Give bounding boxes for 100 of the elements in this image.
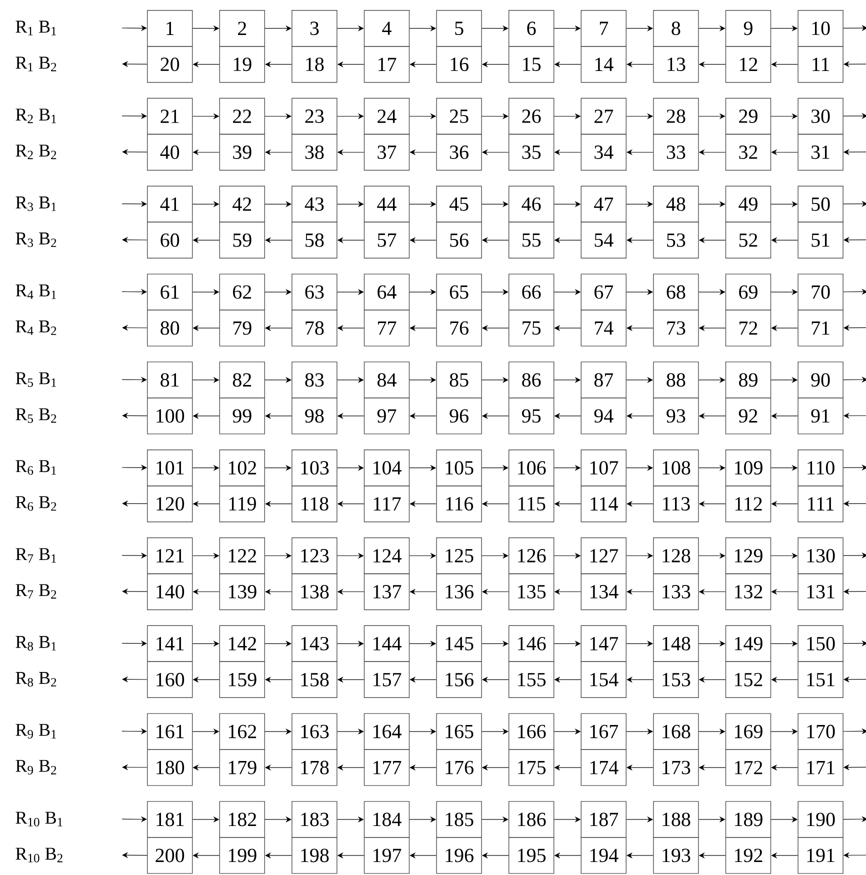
row-label: R$_{7}$ B$_{1}$	[16, 548, 56, 563]
number-box: 27	[580, 98, 626, 135]
arrow	[482, 376, 508, 383]
number-box: 128	[653, 537, 699, 574]
number-box: 92	[725, 398, 772, 434]
number-box: 45	[436, 186, 482, 222]
number-box: 52	[725, 222, 772, 258]
number-box: 149	[725, 625, 772, 662]
number-box: 178	[292, 749, 338, 786]
number-box: 102	[219, 450, 265, 486]
number-box: 177	[364, 749, 410, 786]
number-box: 110	[798, 450, 844, 486]
number-box: 75	[508, 310, 554, 346]
number-box: 68	[653, 274, 699, 310]
number-box: 72	[725, 310, 772, 346]
number-box: 171	[798, 749, 844, 786]
number-box: 140	[147, 573, 193, 610]
number-box: 119	[219, 486, 265, 522]
arrow	[482, 816, 508, 822]
number-box: 136	[436, 573, 482, 610]
number-box: 126	[508, 537, 554, 574]
row-label: R$_{10}$ B$_{2}$	[16, 848, 62, 862]
number-box: 166	[508, 713, 554, 750]
number-box: 63	[292, 274, 338, 310]
number-box: 10	[798, 10, 844, 47]
number-box: 174	[580, 749, 626, 786]
number-box: 160	[147, 661, 193, 698]
number-box: 76	[436, 310, 482, 346]
number-box: 200	[147, 837, 193, 874]
number-box: 43	[292, 186, 338, 222]
number-box: 51	[798, 222, 844, 258]
number-box: 29	[725, 98, 772, 135]
number-box: 184	[364, 801, 410, 838]
number-box: 53	[653, 222, 699, 258]
number-box: 108	[653, 450, 699, 486]
number-box: 150	[798, 625, 844, 662]
number-box: 144	[364, 625, 410, 662]
number-box: 47	[580, 186, 626, 222]
number-box: 81	[147, 362, 193, 398]
row-label: R$_{2}$ B$_{1}$	[16, 108, 56, 124]
number-box: 87	[580, 362, 626, 398]
number-box: 37	[364, 134, 410, 171]
number-box: 22	[219, 98, 265, 135]
row-label: R$_{3}$ B$_{2}$	[16, 232, 56, 248]
number-box: 182	[219, 801, 265, 838]
row-label: R$_{3}$ B$_{1}$	[16, 196, 56, 212]
number-box: 193	[653, 837, 699, 874]
number-box: 155	[508, 661, 554, 698]
number-box: 120	[147, 486, 193, 522]
number-box: 100	[147, 398, 193, 434]
row-label: R$_{9}$ B$_{1}$	[16, 724, 56, 738]
number-box: 196	[436, 837, 482, 874]
number-box: 109	[725, 450, 772, 486]
number-box: 73	[653, 310, 699, 346]
number-box: 55	[508, 222, 554, 258]
number-box: 39	[219, 134, 265, 171]
row-label: R$_{2}$ B$_{2}$	[16, 144, 56, 160]
number-box: 41	[147, 186, 193, 222]
number-box: 3	[292, 10, 338, 47]
number-box: 179	[219, 749, 265, 786]
number-box: 1	[147, 10, 193, 47]
number-box: 71	[798, 310, 844, 346]
number-box: 118	[292, 486, 338, 522]
row-label: R$_{8}$ B$_{2}$	[16, 672, 56, 687]
number-box: 117	[364, 486, 410, 522]
number-box: 125	[436, 537, 482, 574]
number-box: 91	[798, 398, 844, 434]
number-box: 151	[798, 661, 844, 698]
number-box: 161	[147, 713, 193, 750]
number-box: 167	[580, 713, 626, 750]
number-box: 44	[364, 186, 410, 222]
number-box: 25	[436, 98, 482, 135]
number-box: 175	[508, 749, 554, 786]
number-box: 82	[219, 362, 265, 398]
number-box: 97	[364, 398, 410, 434]
row-label: R$_{9}$ B$_{2}$	[16, 760, 56, 774]
number-box: 23	[292, 98, 338, 135]
number-box: 31	[798, 134, 844, 171]
number-box: 90	[798, 362, 844, 398]
number-box: 36	[436, 134, 482, 171]
arrow	[122, 200, 147, 207]
number-box: 139	[219, 573, 265, 610]
number-box: 93	[653, 398, 699, 434]
number-box: 169	[725, 713, 772, 750]
number-box: 38	[292, 134, 338, 171]
arrow	[122, 640, 147, 646]
number-box: 181	[147, 801, 193, 838]
number-box: 46	[508, 186, 554, 222]
number-box: 133	[653, 573, 699, 610]
number-box: 123	[292, 537, 338, 574]
number-box: 67	[580, 274, 626, 310]
number-box: 187	[580, 801, 626, 838]
number-box: 18	[292, 46, 338, 83]
arrow	[337, 376, 364, 383]
number-box: 127	[580, 537, 626, 574]
number-box: 199	[219, 837, 265, 874]
arrow	[122, 61, 148, 68]
number-box: 83	[292, 362, 338, 398]
number-box: 33	[653, 134, 699, 171]
number-box: 154	[580, 661, 626, 698]
